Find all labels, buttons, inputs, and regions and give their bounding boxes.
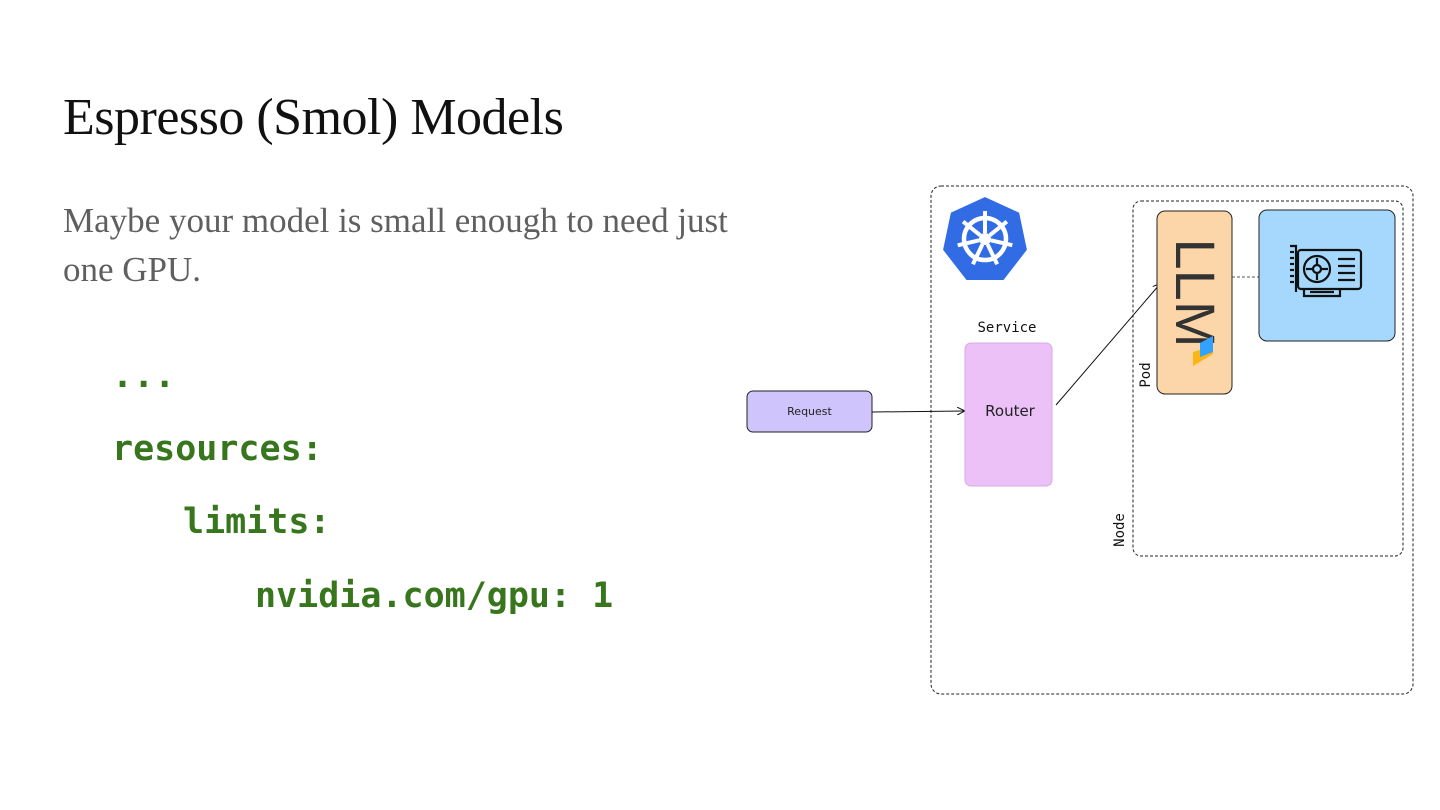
service-label: Service (977, 320, 1036, 336)
code-line-limits: limits: (183, 502, 331, 542)
router-to-llm-arrow (1055, 284, 1160, 406)
gpu-card-icon (1290, 244, 1363, 298)
request-node: Request (746, 390, 873, 433)
code-line-ellipsis: ... (112, 356, 176, 396)
llm-pod-box: LLM (1156, 210, 1233, 395)
cluster-boundary (930, 185, 1414, 695)
request-label: Request (787, 405, 832, 418)
vllm-text: LLM (1164, 239, 1227, 348)
slide-title: Espresso (Smol) Models (63, 89, 564, 146)
vllm-logo-icon (1193, 336, 1213, 366)
node-label: Node (1112, 513, 1128, 547)
gpu-box (1258, 209, 1396, 342)
router-label: Router (985, 402, 1036, 420)
request-to-router-arrow (871, 411, 964, 412)
code-line-gpu: nvidia.com/gpu: 1 (255, 576, 614, 616)
node-boundary (1132, 200, 1404, 557)
pod-label: Pod (1138, 362, 1154, 387)
router-node: Router (964, 342, 1053, 487)
slide-subtitle: Maybe your model is small enough to need… (63, 201, 728, 289)
kubernetes-icon (940, 194, 1030, 282)
code-line-resources: resources: (112, 429, 323, 469)
